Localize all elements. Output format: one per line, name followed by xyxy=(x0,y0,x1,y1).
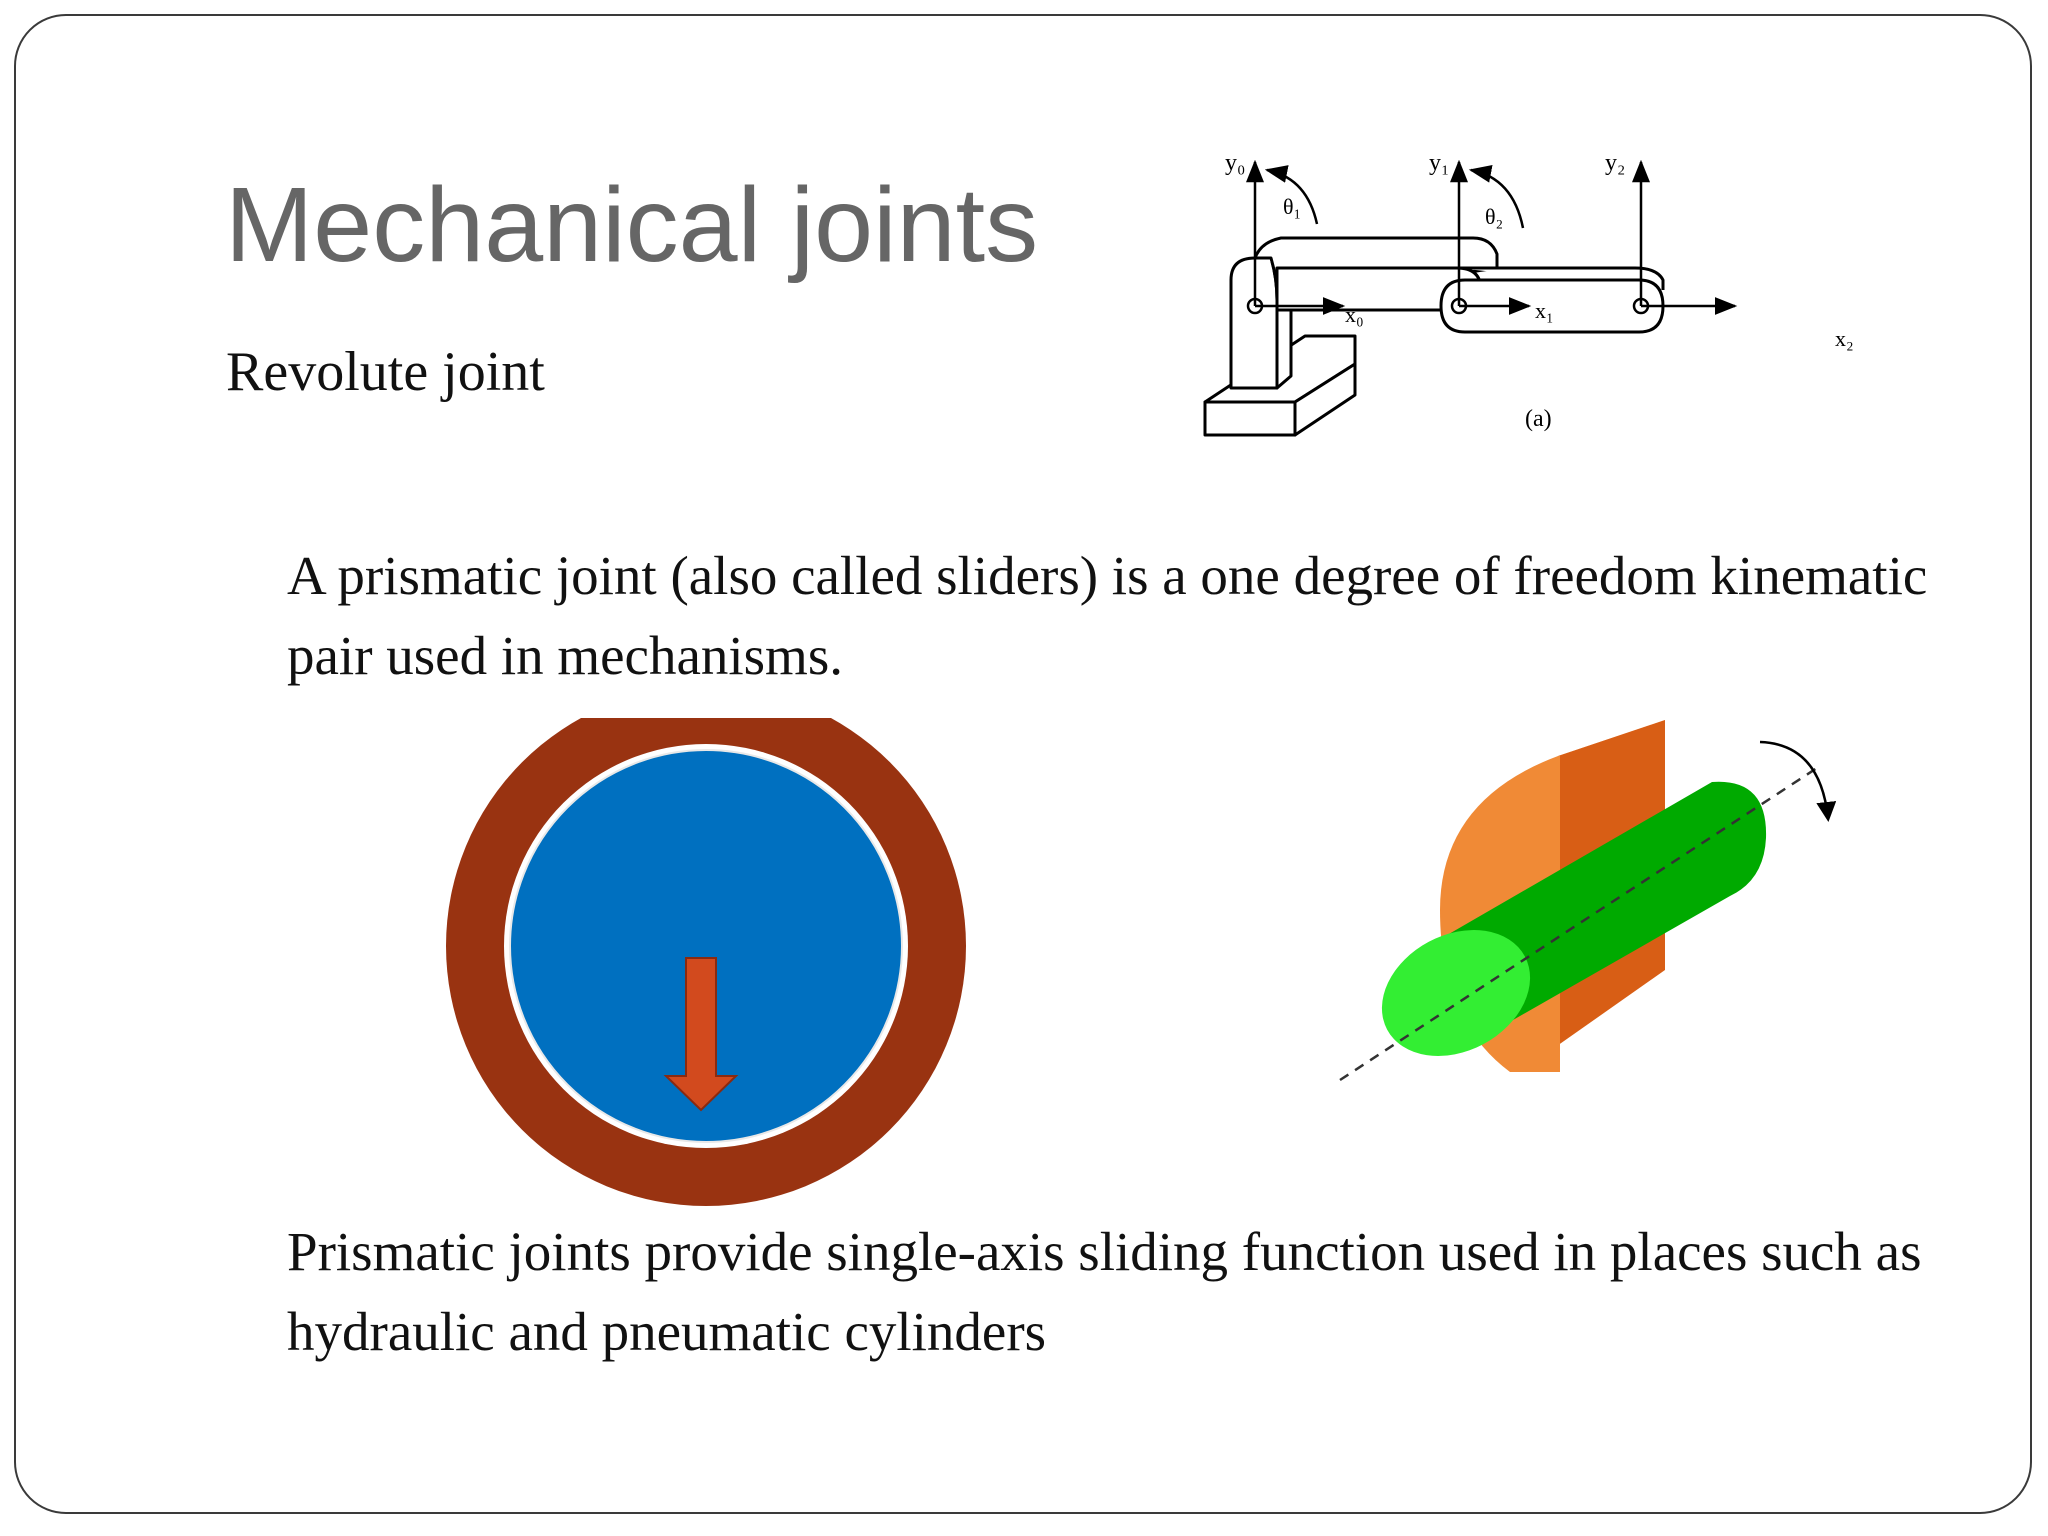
bearing-illustration xyxy=(446,718,966,1206)
rod-end-face xyxy=(1381,930,1531,1056)
label-theta-2: θ₂ xyxy=(1485,204,1503,229)
base-plate-side xyxy=(1293,362,1357,437)
label-x2: x₂ xyxy=(1835,326,1854,351)
slide-axis xyxy=(1339,764,1821,1082)
label-theta-1: θ₁ xyxy=(1283,194,1301,219)
revolute-arm-diagram: y₀ y₁ y₂ θ₁ θ₂ x₀ x₁ x₂ (a) xyxy=(1203,150,1854,437)
label-x0: x₀ xyxy=(1345,302,1364,327)
prismatic-usage-text: Prismatic joints provide single-axis sli… xyxy=(287,1221,1922,1362)
prismatic-definition-text: A prismatic joint (also called sliders) … xyxy=(287,545,1928,686)
prismatic-slider-illustration xyxy=(1339,720,1837,1082)
inner-core xyxy=(509,749,903,1143)
label-y1: y₁ xyxy=(1429,150,1449,176)
slide-frame xyxy=(14,14,2032,1514)
link-2-front xyxy=(1439,278,1665,334)
down-arrow-icon xyxy=(663,957,739,1112)
caption-a: (a) xyxy=(1525,406,1552,432)
slide-title: Mechanical joints xyxy=(225,166,1039,284)
label-y0: y₀ xyxy=(1225,150,1245,176)
theta-1-arc xyxy=(1264,165,1319,225)
theta-2-arc xyxy=(1468,164,1525,229)
label-x1: x₁ xyxy=(1535,298,1554,323)
slide-subtitle: Revolute joint xyxy=(226,341,545,403)
label-y2: y₂ xyxy=(1605,150,1625,176)
base-plate-front xyxy=(1203,400,1297,437)
rotation-arrow-icon xyxy=(1759,740,1837,822)
